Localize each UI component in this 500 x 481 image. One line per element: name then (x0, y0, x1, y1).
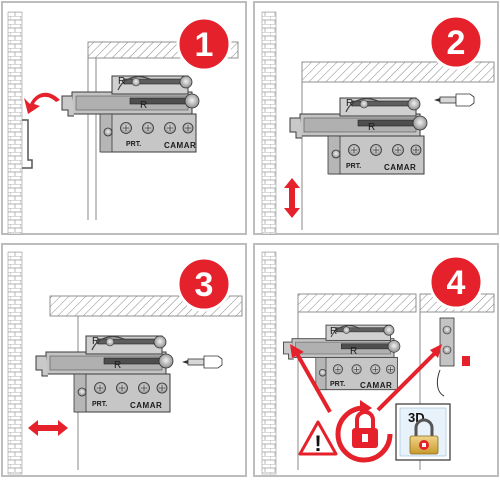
step-4-panel: R R PRT. CAMAR ! (253, 243, 499, 477)
plate-prt-label: PRT. (330, 381, 345, 388)
step-3-badge (176, 256, 232, 312)
plate-prt-label: PRT. (92, 401, 107, 408)
lock-rotate-icon (335, 400, 393, 463)
cabinet-top-panel (297, 293, 417, 313)
step-2-badge (428, 14, 484, 70)
wall-rail (22, 119, 33, 169)
lock-tab (462, 356, 470, 366)
step-1-number: 1 (195, 26, 214, 64)
plate-brand-label: CAMAR (164, 141, 196, 150)
r-mark-lower: R (350, 346, 357, 357)
3d-lock-badge: 3D (395, 403, 451, 461)
side-view-hinge (436, 317, 470, 397)
step-3-number: 3 (195, 266, 214, 304)
r-mark-lower: R (368, 122, 375, 133)
plate-prt-label: PRT. (346, 163, 361, 170)
step-4-badge (428, 254, 484, 310)
r-mark-upper: R (346, 98, 353, 109)
rotate-arrow-icon (24, 92, 60, 114)
pointer-arrow-right (376, 350, 438, 412)
r-mark-lower: R (140, 100, 147, 111)
wall-brick (7, 11, 23, 235)
warning-symbol: ! (314, 431, 321, 456)
step-2-panel: R R PRT. CAMAR 2 (253, 1, 499, 235)
step-3-panel: R R PRT. CAMAR 3 (1, 243, 247, 477)
r-mark-lower: R (114, 360, 121, 371)
r-mark-upper: R (92, 336, 99, 347)
plate-brand-label: CAMAR (384, 163, 416, 172)
plate-brand-label: CAMAR (360, 381, 392, 390)
finger-icon (436, 369, 445, 397)
step-4-number: 4 (447, 264, 466, 302)
wall-brick (7, 251, 23, 475)
plate-brand-label: CAMAR (130, 401, 162, 410)
wall-brick (261, 251, 277, 475)
step-1-badge (176, 16, 232, 72)
cabinet-side (87, 58, 97, 220)
r-mark-upper: R (330, 326, 337, 337)
step-1-panel: R R PRT. CAMAR 1 (1, 1, 247, 235)
pointer-arrow-left (294, 351, 332, 413)
r-mark-upper: R (118, 76, 125, 87)
plate-prt-label: PRT. (126, 141, 141, 148)
warning-icon: ! (298, 420, 338, 456)
wall-brick (261, 11, 277, 235)
step-2-number: 2 (447, 24, 466, 62)
